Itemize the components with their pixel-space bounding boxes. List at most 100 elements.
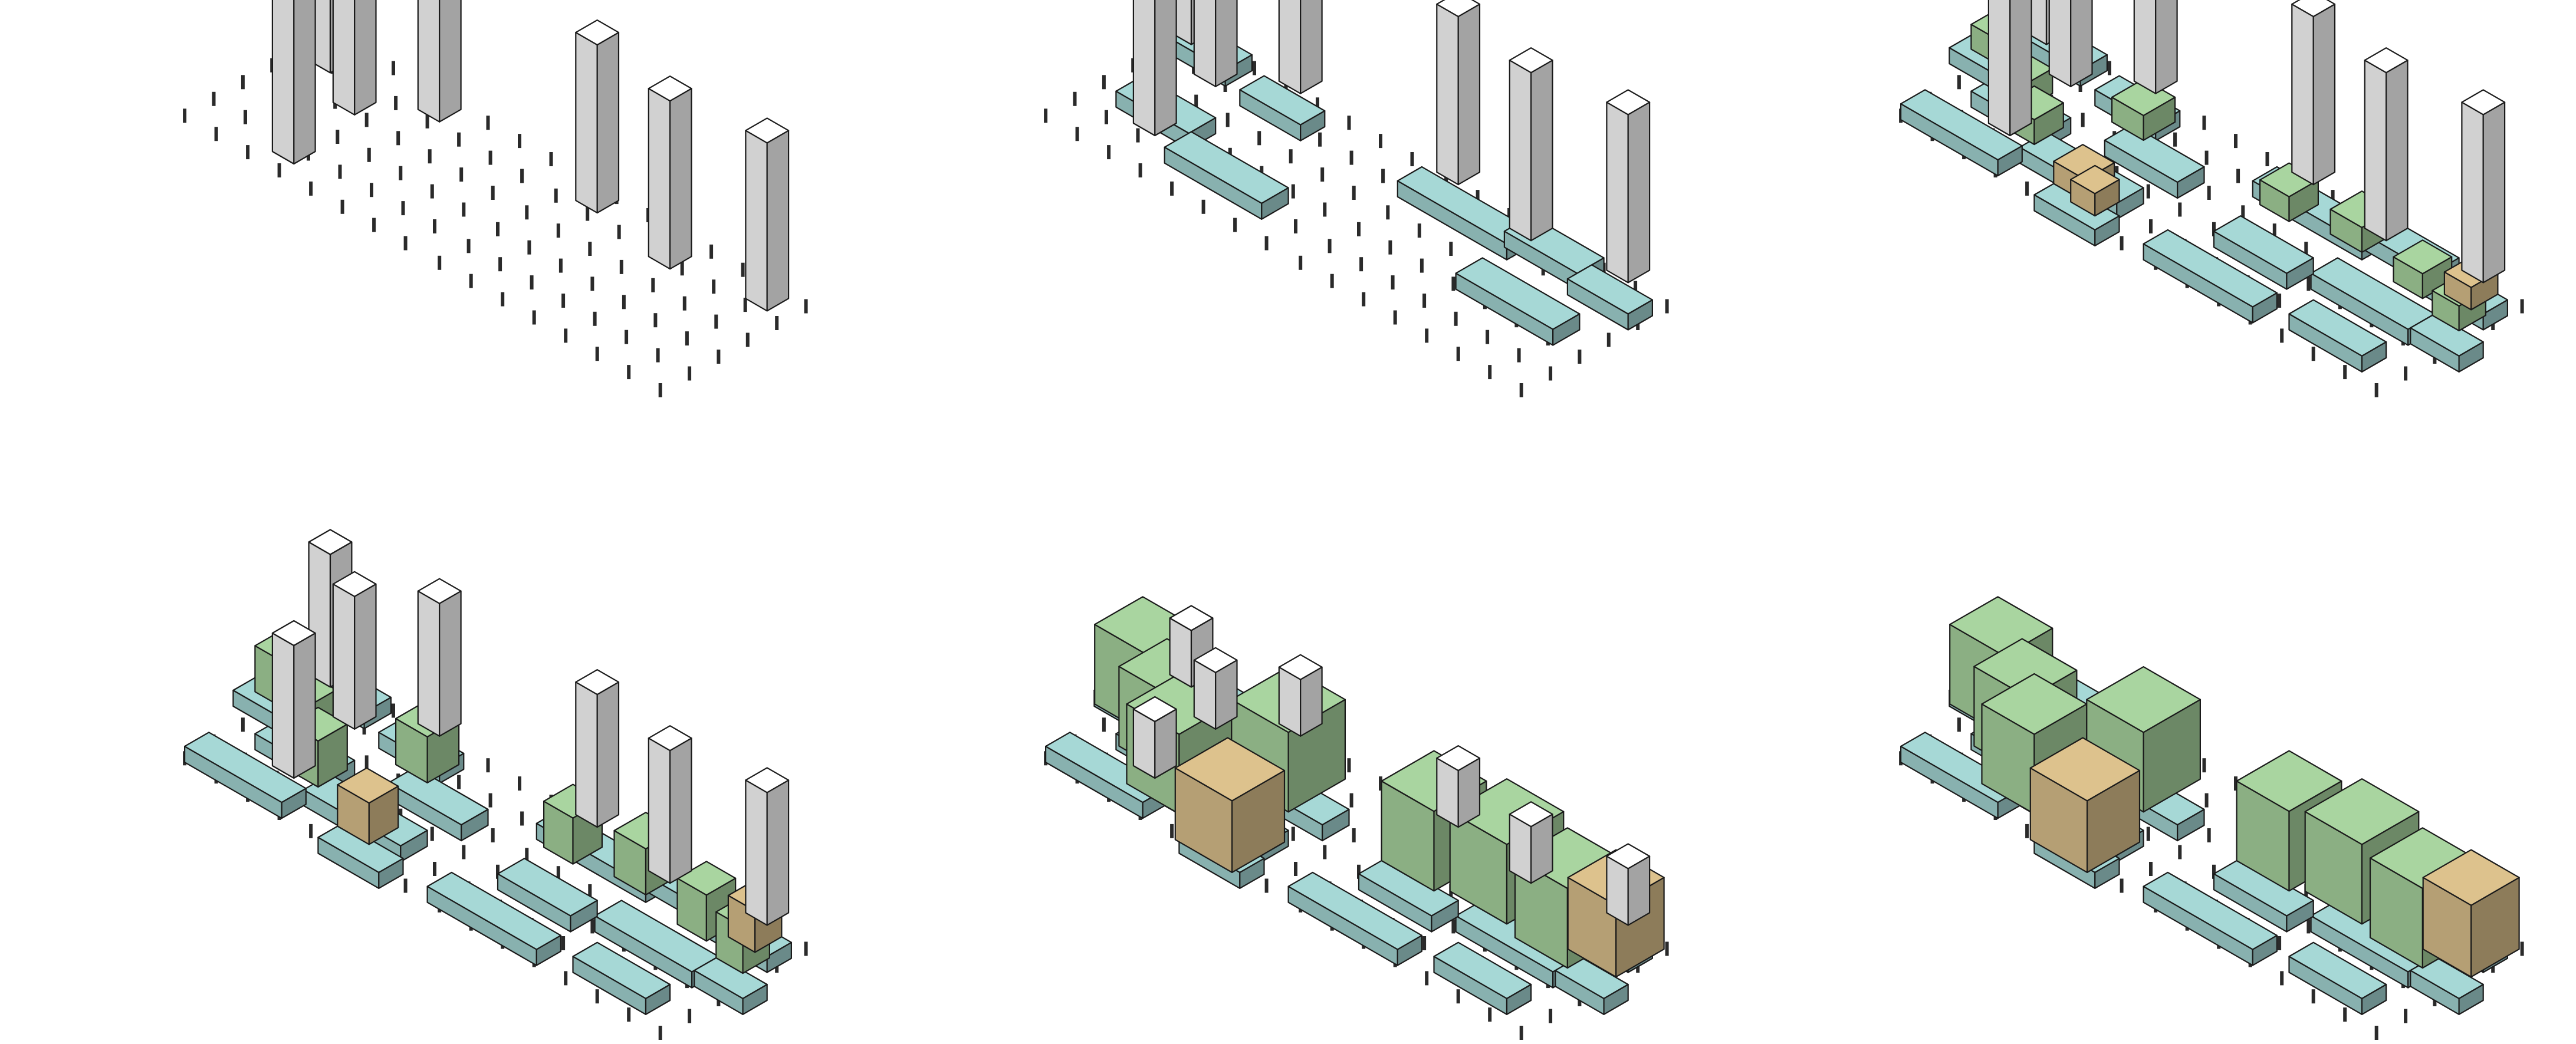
column	[1388, 240, 1392, 255]
column	[1549, 366, 1553, 381]
tower-face-right	[2482, 101, 2506, 284]
podium-slab	[2104, 124, 2205, 199]
tower	[1193, 0, 1238, 87]
column	[1486, 330, 1490, 344]
column	[2025, 824, 2029, 838]
column	[244, 110, 247, 124]
column	[2120, 878, 2124, 893]
column	[527, 240, 531, 255]
column	[775, 316, 779, 330]
tower	[575, 19, 620, 214]
tower	[1132, 0, 1177, 137]
podium-slab-face-top	[594, 900, 719, 973]
column	[491, 186, 495, 200]
tower-face-right	[669, 737, 692, 884]
podium-slab-face-top	[387, 766, 489, 826]
column	[1201, 199, 1205, 214]
tan-block-face-top	[2422, 849, 2520, 906]
column	[1456, 347, 1460, 361]
column	[1107, 145, 1111, 160]
column	[430, 826, 434, 841]
podium-slab-face-top	[1433, 941, 1532, 999]
column	[2146, 184, 2150, 199]
column	[1294, 219, 1297, 233]
column	[1517, 348, 1521, 363]
column	[428, 149, 432, 164]
column	[1291, 826, 1295, 841]
column	[1291, 184, 1295, 199]
column	[2025, 181, 2029, 196]
column	[2374, 383, 2378, 397]
podium-slab	[2410, 313, 2484, 373]
column	[685, 331, 689, 346]
podium-slab-face-top	[1900, 89, 2023, 161]
column	[488, 150, 492, 165]
column	[2404, 366, 2408, 381]
tower-face-right	[1154, 0, 1177, 137]
column	[309, 181, 313, 196]
tower	[1132, 696, 1177, 779]
tower-face-top	[1606, 843, 1651, 870]
column	[588, 242, 592, 256]
column	[680, 261, 684, 276]
column	[2178, 845, 2182, 859]
column	[491, 828, 495, 842]
column	[2178, 202, 2182, 217]
column	[1075, 127, 1079, 141]
tower-face-right	[2155, 0, 2178, 94]
podium-slab-face-top	[1455, 257, 1581, 330]
podium-slab	[184, 732, 307, 819]
podium-slab	[1566, 264, 1653, 331]
column	[558, 258, 563, 273]
column	[394, 95, 398, 110]
column	[2202, 116, 2206, 130]
column	[496, 864, 500, 879]
column	[625, 330, 629, 344]
column	[277, 163, 281, 177]
tower	[1278, 654, 1323, 737]
tower-face-left	[2461, 101, 2484, 284]
tower-face-left	[417, 590, 441, 737]
podium-slab-face-top	[497, 858, 598, 917]
tower	[1509, 801, 1553, 884]
podium-slab	[1455, 257, 1581, 346]
column	[2234, 776, 2237, 791]
column	[2280, 971, 2284, 986]
tower	[1987, 0, 2032, 137]
column	[246, 145, 250, 160]
column	[1456, 989, 1460, 1004]
column	[433, 862, 436, 876]
column	[561, 936, 566, 950]
tower-face-top	[575, 19, 620, 46]
tower-face-right	[596, 31, 620, 214]
column	[651, 278, 655, 292]
column	[1073, 91, 1077, 106]
column	[525, 205, 529, 220]
column	[392, 703, 395, 718]
podium-slab-face-top	[2410, 313, 2484, 357]
tower-face-top	[1169, 605, 1214, 631]
column	[804, 299, 808, 314]
tower-face-right	[1215, 0, 1238, 87]
green-block	[2259, 162, 2319, 222]
column	[401, 201, 405, 216]
column	[518, 134, 521, 149]
column	[1328, 239, 1332, 253]
column	[2212, 864, 2216, 879]
tower	[2461, 89, 2506, 284]
column	[403, 236, 408, 251]
tower-face-left	[271, 632, 295, 779]
column	[2311, 989, 2315, 1004]
column	[741, 262, 745, 277]
column	[1194, 94, 1198, 109]
column	[804, 941, 808, 956]
column	[1294, 862, 1297, 876]
column	[241, 75, 245, 90]
column	[462, 202, 466, 217]
column	[2520, 299, 2524, 314]
tower-face-right	[2070, 0, 2093, 87]
podium-slab-face-top	[572, 941, 671, 999]
column	[2404, 1009, 2408, 1023]
tower-face-right	[2386, 60, 2409, 242]
